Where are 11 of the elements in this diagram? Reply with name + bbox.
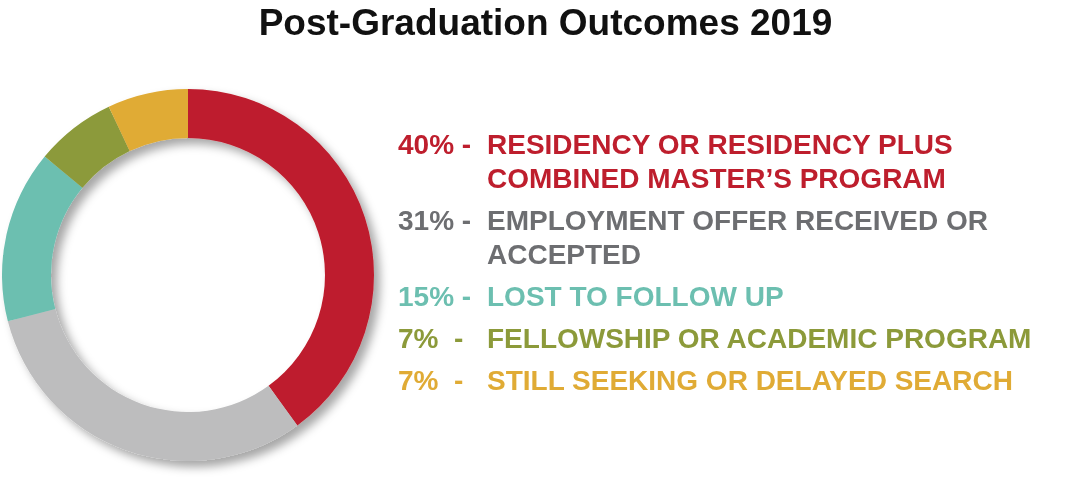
percent-label: 7% - (398, 364, 464, 398)
legend-label: FELLOWSHIP OR ACADEMIC PROGRAM (487, 322, 1033, 356)
legend-label: EMPLOYMENT OFFER RECEIVED OR ACCEPTED (487, 204, 989, 272)
legend-label: STILL SEEKING OR DELAYED SEARCH (487, 364, 1014, 398)
legend-label: LOST TO FOLLOW UP (487, 280, 785, 314)
percent-label: 31% - (398, 204, 472, 238)
percent-label: 7% - (398, 322, 464, 356)
legend-label: RESIDENCY OR RESIDENCY PLUS COMBINED MASTER’S PROGRAM (487, 128, 954, 196)
percent-label: 15% - (398, 280, 472, 314)
chart-title: Post-Graduation Outcomes 2019 (258, 2, 833, 44)
percent-label: 40% - (398, 128, 472, 162)
